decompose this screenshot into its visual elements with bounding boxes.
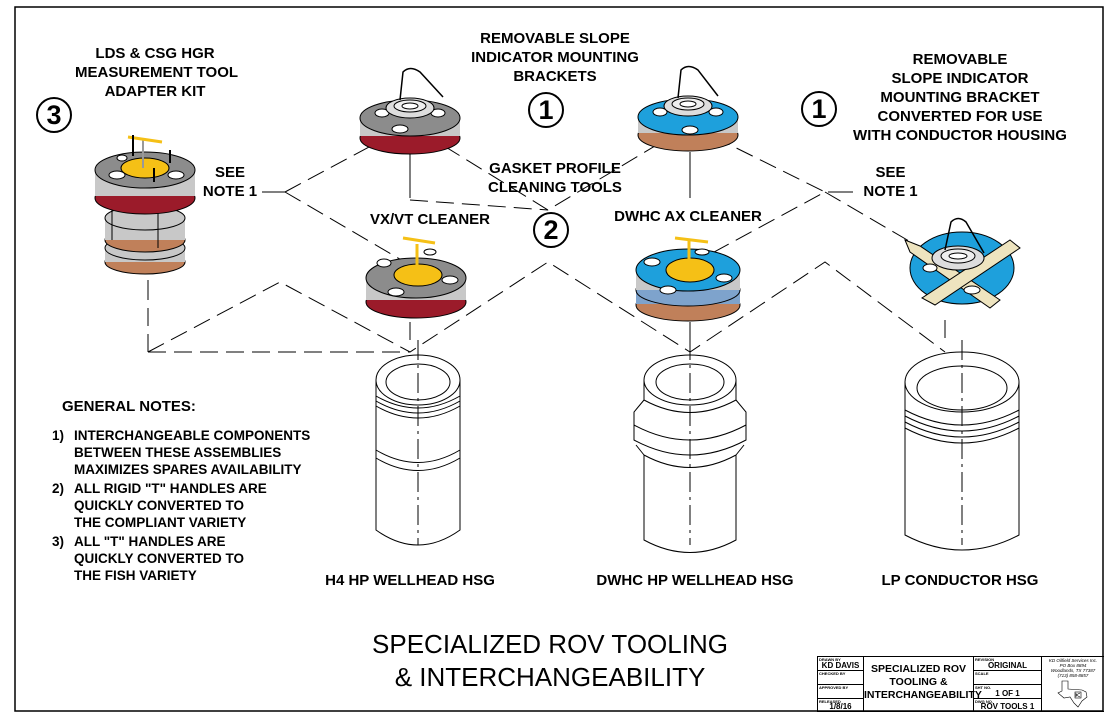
tb-approved-by: APPROVED BY bbox=[818, 685, 864, 699]
tb-checked-by: CHECKED BY bbox=[818, 671, 864, 685]
lds-csg-kit-label: LDS & CSG HGR MEASUREMENT TOOL ADAPTER K… bbox=[75, 45, 239, 100]
sheet-border bbox=[14, 6, 1104, 712]
note-item: 1) INTERCHANGEABLE COMPONENTS BETWEEN TH… bbox=[52, 428, 311, 477]
note-item: 3) ALL "T" HANDLES ARE QUICKLY CONVERTED… bbox=[52, 534, 245, 583]
tb-dwg-no: DWG NO. ROV TOOLS 1 bbox=[974, 699, 1042, 712]
gasket-tools-label: GASKET PROFILE CLEANING TOOLS bbox=[488, 160, 622, 196]
tb-sheet: SHT NO. 1 OF 1 bbox=[974, 685, 1042, 699]
housing-label-h4: H4 HP WELLHEAD HSG bbox=[325, 572, 495, 589]
slope-converted-label: REMOVABLE SLOPE INDICATOR MOUNTING BRACK… bbox=[853, 51, 1067, 144]
slope-brackets-label: REMOVABLE SLOPE INDICATOR MOUNTING BRACK… bbox=[471, 30, 639, 85]
dwhc-wellhead-housing-illustration bbox=[633, 354, 747, 553]
tb-scale: SCALE bbox=[974, 671, 1042, 685]
see-note-left-label: SEE NOTE 1 bbox=[202, 164, 258, 200]
lp-conductor-housing-illustration bbox=[904, 351, 1020, 551]
dwhc-ax-cleaner-label: DWHC AX CLEANER bbox=[614, 208, 762, 225]
vx-vt-cleaner-illustration bbox=[365, 236, 467, 319]
item-balloon-3: 3 bbox=[36, 97, 72, 133]
general-notes: GENERAL NOTES: 1) INTERCHANGEABLE COMPON… bbox=[52, 398, 310, 584]
drawing-title: SPECIALIZED ROV TOOLING & INTERCHANGEABI… bbox=[372, 629, 728, 692]
item-balloon-2: 2 bbox=[533, 212, 569, 248]
note-number: 3) bbox=[52, 534, 65, 549]
tb-company: KD Oilfield Services Inc. PO Box 8894 Wo… bbox=[1042, 657, 1104, 712]
title-block: DRAWN BY KD DAVIS CHECKED BY APPROVED BY… bbox=[817, 656, 1104, 712]
tb-drawn-by: DRAWN BY KD DAVIS bbox=[818, 657, 864, 671]
note-number: 2) bbox=[52, 481, 65, 496]
housing-center-lines bbox=[417, 340, 963, 545]
see-note-right-label: SEE NOTE 1 bbox=[863, 164, 918, 200]
general-notes-heading: GENERAL NOTES: bbox=[62, 398, 196, 415]
note-number: 1) bbox=[52, 428, 65, 443]
dwhc-ax-cleaner-illustration bbox=[635, 236, 741, 322]
note-item: 2) ALL RIGID "T" HANDLES ARE QUICKLY CON… bbox=[52, 481, 267, 530]
texas-logo-icon bbox=[1057, 680, 1088, 708]
tb-released: RELEASED 1/8/16 bbox=[818, 699, 864, 712]
housing-label-dwhc: DWHC HP WELLHEAD HSG bbox=[596, 572, 794, 589]
item-balloon-1-brackets: 1 bbox=[528, 92, 564, 128]
leader-lines bbox=[147, 148, 946, 340]
conductor-bracket-illustration bbox=[904, 217, 1021, 309]
vx-vt-cleaner-label: VX/VT CLEANER bbox=[369, 211, 490, 228]
h4-wellhead-housing-illustration bbox=[375, 354, 461, 546]
item-balloon-1-converted: 1 bbox=[801, 91, 837, 127]
tb-revision: REVISION ORIGINAL bbox=[974, 657, 1042, 671]
tb-title: SPECIALIZED ROV TOOLING & INTERCHANGEABI… bbox=[864, 657, 982, 712]
slope-indicator-bracket-gray-illustration bbox=[359, 67, 461, 155]
lds-csg-adapter-kit-illustration bbox=[94, 135, 196, 275]
slope-indicator-bracket-blue-illustration bbox=[637, 65, 739, 152]
housing-label-lp: LP CONDUCTOR HSG bbox=[881, 572, 1039, 589]
